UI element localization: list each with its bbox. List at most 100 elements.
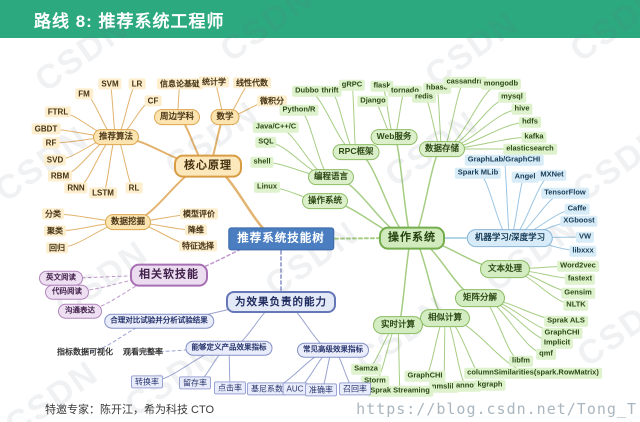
mindmap-node-es: elasticsearch (503, 143, 557, 155)
mindmap-node-mxnet: MXNet (537, 169, 567, 181)
mindmap-node-thrift: thrift (318, 85, 342, 97)
mindmap-node-xxl: 信息论基础 (157, 78, 203, 90)
mindmap-node-nlp: 文本处理 (479, 260, 531, 278)
mindmap-node-w2v: Word2vec (557, 260, 599, 272)
mindmap-node-colsim: columnSimilarities(spark.RowMatrix) (464, 367, 602, 379)
mindmap-edge-mongodb (441, 83, 502, 150)
mindmap-node-lr: LR (128, 78, 146, 90)
expert-note: 特邀专家：陈开江，希为科技 CTO (45, 404, 215, 416)
mindmap-node-storm: Storm (361, 375, 389, 387)
mindmap-node-os2: 操作系统 (301, 193, 349, 209)
mindmap-node-root: 推荐系统技能树 (228, 227, 334, 251)
mindmap-node-dm: 数据挖掘 (104, 214, 152, 230)
mindmap-node-sprakstr: Sprak Streaming (367, 385, 433, 397)
mindmap-node-soft: 相关软技能 (130, 263, 208, 287)
mindmap-node-abtest: 合理对比试验并分析试验结果 (104, 313, 214, 329)
mindmap-node-grpc: gRPC (338, 79, 366, 91)
mindmap-node-rpc: RPC框架 (332, 144, 380, 160)
mindmap-node-cassandra: cassandra (443, 76, 487, 88)
mindmap-node-linux: Linux (254, 181, 280, 193)
mindmap-edge-store (411, 148, 443, 239)
mindmap-node-auc: AUC (282, 382, 308, 396)
mindmap-node-liucun: 留存率 (179, 376, 211, 390)
mindmap-node-code: 代码阅读 (45, 284, 89, 300)
mindmap-node-huigui: 回归 (46, 242, 68, 254)
mindmap-node-tjx: 统计学 (199, 76, 229, 88)
mindmap-node-web: Web服务 (370, 129, 418, 145)
mindmap-edge-sprakstr (397, 324, 401, 392)
mindmap-node-xgb: XGboost (560, 215, 598, 227)
mindmap-node-cf: CF (144, 95, 162, 107)
mindmap-node-zbxk: 周边学科 (153, 109, 201, 125)
mindmap-node-hdfs: hdfs (519, 116, 541, 128)
mindmap-node-sparkml: Spark MLib (454, 167, 502, 179)
mindmap-edge-grpc (351, 84, 357, 153)
mindmap-node-qmf: qmf (536, 348, 556, 360)
mindmap-node-rf: RF (42, 137, 60, 149)
mindmap-node-sql: SQL (255, 136, 277, 148)
mindmap-edge-sim (411, 237, 446, 319)
mindmap-node-nmslib: nmslib (428, 381, 460, 393)
mindmap-node-caffe: Caffe (564, 203, 590, 215)
mindmap-node-define: 能够定义产品效果指标 (185, 340, 273, 356)
mindmap-node-graphchi2: GraphCHI (404, 370, 446, 382)
mindmap-node-svm: SVM (98, 78, 122, 90)
mindmap-node-comm: 沟通表达 (58, 303, 102, 319)
mindmap-node-tzxz: 特征选择 (179, 240, 217, 252)
mindmap-node-ml: 机器学习/深度学习 (466, 229, 554, 247)
mindmap-edge-graphlab (503, 159, 511, 239)
mindmap-node-javac: Java/C++/C (252, 121, 300, 133)
mindmap-node-fenlei: 分类 (42, 208, 64, 220)
mindmap-node-samza: Samza (351, 363, 381, 375)
mindmap-node-zhaohui: 召回率 (339, 382, 371, 396)
mindmap-node-rt: 实时计算 (372, 316, 424, 334)
mindmap-node-django: Django (357, 95, 389, 107)
mindmap-node-mpj: 模型评价 (180, 208, 218, 220)
mindmap-node-fm: FM (75, 88, 93, 100)
mindmap-node-libfm: libfm (509, 355, 533, 367)
mindmap-node-gbdt: GBDT (31, 123, 61, 135)
mindmap-node-vis: 指标数据可视化 (57, 347, 113, 357)
mindmap-node-adv: 常见高级效果指标 (297, 342, 369, 358)
mindmap-node-angel: Angel (511, 171, 539, 183)
mindmap-node-eng: 操作系统 (379, 226, 445, 250)
mindmap-node-sprakals: Sprak ALS (544, 315, 588, 327)
mindmap-node-lang: 编程语言 (307, 169, 355, 185)
mindmap-node-lstm: LSTM (89, 187, 117, 199)
mindmap-node-implicit: Implicit (540, 337, 574, 349)
mindmap-node-libx: libxxx (569, 245, 597, 257)
mindmap-node-flask: flask (370, 80, 394, 92)
mindmap-node-en: 英文阅读 (39, 270, 83, 286)
mindmap-node-kgraph: kgraph (474, 379, 506, 391)
mindmap-edge-libfm (479, 297, 522, 362)
mindmap-node-tf: TensorFlow (541, 187, 589, 199)
mindmap-node-ftrl: FTRL (44, 106, 72, 118)
url-watermark: https://blog.csdn.net/Tong_T (356, 400, 637, 418)
mindmap-node-zhunque: 准确率 (305, 383, 337, 397)
mindmap-node-jw: 降维 (185, 224, 207, 236)
mindmap-node-hbase: hbase (423, 82, 451, 94)
mindmap-node-zhuanhuan: 转换率 (131, 375, 163, 389)
mindmap-node-core: 核心原理 (174, 154, 242, 178)
page-title: 路线 8: 推荐系统工程师 (34, 12, 225, 31)
mindmap-node-mysql: mysql (498, 91, 526, 103)
mindmap-node-wanzheng: 观看完整率 (123, 347, 163, 357)
mindmap-node-jini: 基尼系数 (247, 382, 287, 396)
mindmap-node-gensim: Gensim (561, 287, 595, 299)
mindmap-node-rnn: RNN (64, 182, 88, 194)
mindmap-node-tornado: tornado (388, 85, 422, 97)
mindmap-node-graphlab: GraphLab/GraphCHI (464, 154, 544, 166)
mindmap-node-kafka: kafka (521, 131, 547, 143)
mindmap-node-hive: hive (511, 103, 533, 115)
mindmap-node-shell: shell (250, 156, 274, 168)
mindmap-node-rl: RL (125, 182, 143, 194)
mindmap-node-graphchi1: GraphCHI (541, 327, 583, 339)
mindmap-node-mongodb: mongodb (480, 78, 522, 90)
mindmap-node-sim: 相似计算 (419, 309, 471, 327)
mindmap-node-vw: VW (575, 231, 595, 243)
mindmap-node-dianji: 点击率 (214, 381, 246, 395)
mindmap-node-nltk: NLTK (563, 299, 589, 311)
mindmap-node-wjf: 微积分 (257, 95, 287, 107)
